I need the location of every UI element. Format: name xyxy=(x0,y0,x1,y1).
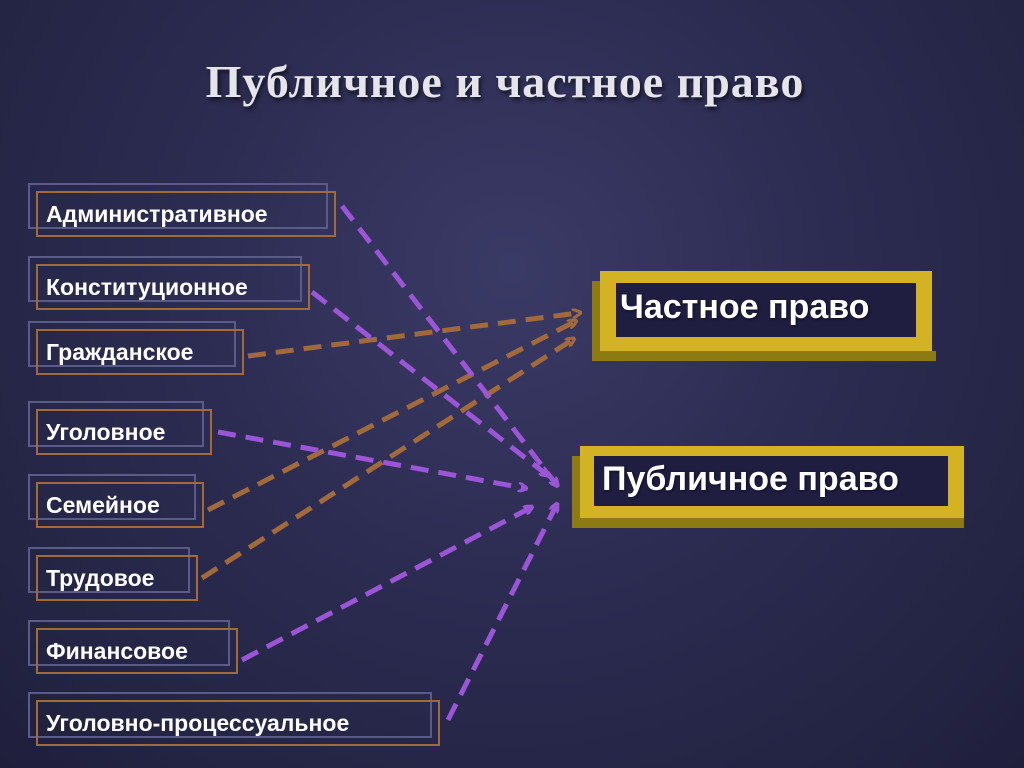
box-frame xyxy=(36,329,244,375)
target-public-law: Публичное право xyxy=(572,446,968,530)
branch-label: Уголовно-процессуальное xyxy=(46,710,350,736)
branch-label: Уголовное xyxy=(46,419,166,445)
branch-box-constitutional: Конституционное xyxy=(28,256,310,310)
box-shadow-frame xyxy=(28,692,432,738)
box-frame xyxy=(36,482,204,528)
private-law-arrows xyxy=(200,313,578,581)
box-frame xyxy=(36,555,198,601)
branch-label: Административное xyxy=(46,201,268,227)
box-shadow-frame xyxy=(28,256,302,302)
box-3d-bottom xyxy=(572,518,964,528)
branch-label: Гражданское xyxy=(46,339,194,365)
branch-label: Конституционное xyxy=(46,274,248,300)
branch-box-family: Семейное xyxy=(28,474,204,528)
branch-box-civil: Гражданское xyxy=(28,321,244,375)
arrow-administrative-to-public xyxy=(340,204,556,484)
public-law-label: Публичное право xyxy=(602,460,899,498)
slide-title: Публичное и частное право xyxy=(205,56,805,107)
arrow-criminal-to-public xyxy=(217,429,524,488)
private-law-label: Частное право xyxy=(620,288,870,326)
box-3d-side xyxy=(592,281,602,359)
box-shadow-frame xyxy=(28,401,204,447)
box-shadow-frame xyxy=(28,321,236,367)
box-3d-inner xyxy=(616,283,916,337)
branch-label: Семейное xyxy=(46,492,160,518)
branch-box-criminal-procedure: Уголовно-процессуальное xyxy=(28,692,440,746)
branch-label: Финансовое xyxy=(46,638,188,664)
box-frame xyxy=(36,191,336,237)
branch-box-criminal: Уголовное xyxy=(28,401,212,455)
box-3d-bottom xyxy=(592,351,936,361)
arrow-constitutional-to-public xyxy=(310,290,546,474)
arrow-financial-to-public xyxy=(240,508,530,663)
branch-label: Трудовое xyxy=(46,565,155,591)
arrow-labor-to-private xyxy=(200,340,572,581)
box-shadow-frame xyxy=(28,620,230,666)
box-shadow-frame xyxy=(28,474,196,520)
arrow-criminal-procedure-to-public xyxy=(445,506,556,722)
branch-box-administrative: Административное xyxy=(28,183,336,237)
box-frame xyxy=(36,700,440,746)
box-3d-side xyxy=(572,456,582,528)
arrow-family-to-private xyxy=(206,322,574,513)
box-shadow-frame xyxy=(28,183,328,229)
box-frame xyxy=(36,264,310,310)
box-frame xyxy=(36,628,238,674)
arrow-civil-to-private xyxy=(247,313,578,359)
box-3d-inner xyxy=(594,456,948,506)
branch-box-financial: Финансовое xyxy=(28,620,238,674)
box-frame xyxy=(36,409,212,455)
box-shadow-frame xyxy=(28,547,190,593)
public-law-arrows xyxy=(217,204,556,722)
branch-box-labor: Трудовое xyxy=(28,547,198,601)
target-private-law: Частное право xyxy=(592,271,940,363)
